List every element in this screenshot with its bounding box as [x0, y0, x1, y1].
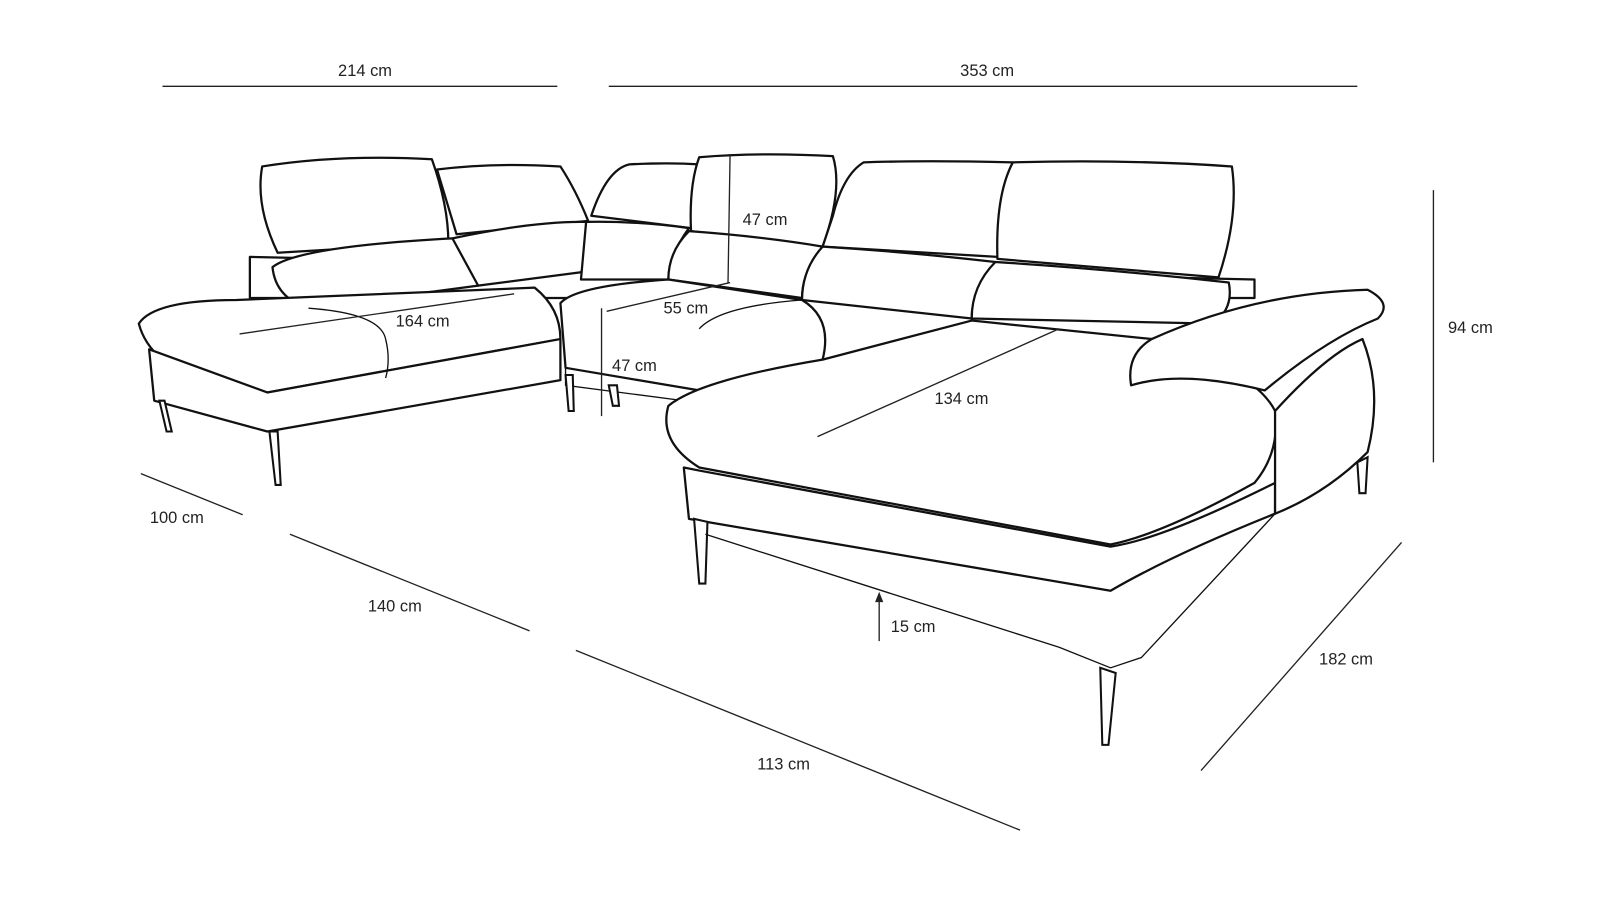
- label-seat-height: 47 cm: [612, 357, 657, 375]
- label-headrest-height: 47 cm: [743, 211, 788, 229]
- label-seat-width-left: 164 cm: [396, 313, 450, 331]
- dimension-lines: [140, 85, 1435, 831]
- label-right-chaise-depth: 182 cm: [1319, 651, 1373, 669]
- sofa-drawing: [137, 153, 1385, 746]
- label-left-width: 214 cm: [338, 62, 392, 80]
- label-chaise-length: 134 cm: [934, 390, 988, 408]
- label-left-depth: 100 cm: [150, 509, 204, 527]
- label-total-height: 94 cm: [1448, 319, 1493, 337]
- label-middle-depth: 113 cm: [757, 756, 810, 774]
- dimension-labels: 214 cm 353 cm 47 cm 164 cm 55 cm 47 cm 1…: [150, 62, 1493, 774]
- label-ground-clearance: 15 cm: [891, 618, 936, 636]
- label-right-width: 353 cm: [960, 62, 1014, 80]
- label-left-chaise-depth: 140 cm: [368, 597, 422, 615]
- label-seat-depth: 55 cm: [663, 299, 708, 317]
